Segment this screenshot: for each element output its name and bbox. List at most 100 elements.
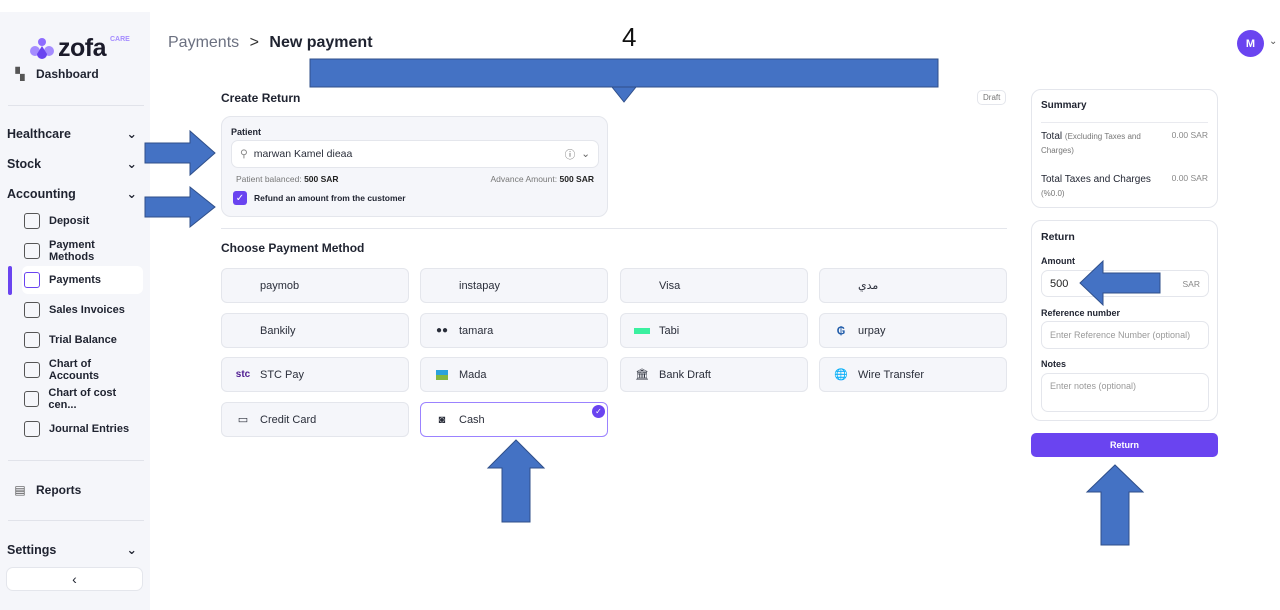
brand-logo: zofa CARE	[30, 34, 130, 63]
divider	[8, 105, 144, 106]
notes-input[interactable]: Enter notes (optional)	[1041, 373, 1209, 412]
sidebar-item-reports[interactable]: ▤ Reports	[12, 482, 162, 498]
reference-input[interactable]: Enter Reference Number (optional)	[1041, 321, 1209, 349]
breadcrumb-separator: >	[249, 34, 259, 51]
sidebar-item-trial-balance[interactable]: Trial Balance	[22, 326, 143, 354]
section-title: Create Return	[221, 91, 301, 105]
annotation-arrow-down	[610, 86, 638, 103]
sidebar-item-deposit[interactable]: Deposit	[22, 207, 143, 235]
sidebar-item-label: Deposit	[49, 215, 90, 227]
payment-method-label: Credit Card	[260, 413, 317, 426]
sidebar-item-label: Reports	[36, 483, 82, 497]
amount-label: Amount	[1041, 256, 1075, 266]
payment-method-label: Bank Draft	[659, 368, 711, 381]
summary-tax-label: Total Taxes and Charges(%0.0)	[1041, 174, 1151, 198]
divider	[1041, 122, 1208, 123]
urpay-logo: ₲	[836, 324, 846, 337]
stc-logo: stc	[235, 369, 251, 380]
page-title: New payment	[269, 34, 373, 51]
payment-method-tabi[interactable]: Tabi	[620, 313, 808, 348]
section-title: Choose Payment Method	[221, 241, 365, 255]
payment-method-urpay[interactable]: ₲urpay	[819, 313, 1007, 348]
divider	[221, 228, 1007, 229]
summary-card: Summary Total (Excluding Taxes and Charg…	[1031, 89, 1218, 208]
sidebar-item-label: Payment Methods	[48, 238, 95, 263]
annotation-box	[309, 58, 939, 88]
refund-checkbox[interactable]: ✓	[233, 191, 247, 205]
sidebar-item-journal-entries[interactable]: Journal Entries	[22, 415, 143, 443]
payment-method-bank-draft[interactable]: 🏛Bank Draft	[620, 357, 808, 392]
credit-card-icon: ▭	[237, 414, 249, 426]
return-button[interactable]: Return	[1031, 433, 1218, 457]
user-icon: ⚲	[240, 148, 248, 160]
notes-label: Notes	[1041, 359, 1067, 369]
sidebar-item-payment-methods[interactable]: Payment Methods	[22, 237, 143, 265]
sidebar-item-label: Dashboard	[36, 67, 99, 81]
sidebar-item-payments[interactable]: Payments	[22, 266, 143, 295]
grid-icon: ▚	[15, 67, 25, 81]
currency-label: SAR	[1182, 278, 1200, 289]
mada-logo	[433, 369, 451, 380]
sidebar-group-accounting[interactable]: Accounting⌄	[7, 186, 137, 202]
sidebar-group-healthcare[interactable]: Healthcare ⌄	[7, 126, 137, 142]
sidebar-group-stock[interactable]: Stock⌄	[7, 156, 137, 172]
payment-method-option[interactable]: paymob	[221, 268, 409, 303]
sidebar-group-settings[interactable]: Settings⌄	[7, 542, 137, 558]
breadcrumb-payments[interactable]: Payments	[168, 34, 240, 51]
chevron-down-icon: ⌄	[126, 127, 137, 141]
active-indicator	[8, 266, 12, 295]
payment-method-cash[interactable]: ◙Cash✓	[420, 402, 608, 437]
payment-method-tamara[interactable]: ●●tamara	[420, 313, 608, 348]
refund-label: Refund an amount from the customer	[254, 193, 406, 203]
payment-method-stc-pay[interactable]: stc STC Pay	[221, 357, 409, 392]
payment-method-option[interactable]: Bankily	[221, 313, 409, 348]
sidebar-item-sales-invoices[interactable]: Sales Invoices	[22, 296, 143, 324]
sidebar-item-chart-of-accounts[interactable]: Chart of Accounts	[22, 356, 143, 384]
payment-method-option[interactable]: Visa	[620, 268, 808, 303]
chevron-down-icon[interactable]: ⌄	[581, 148, 590, 160]
annotation-arrow-right	[144, 185, 216, 229]
payment-method-label: STC Pay	[260, 368, 305, 381]
sidebar-item-label: Payments	[49, 274, 101, 287]
patient-select[interactable]: ⚲ marwan Kamel dieaa ⓘ ⌄	[231, 140, 599, 168]
collapse-sidebar-button[interactable]: ‹	[6, 567, 143, 591]
payments-icon	[24, 272, 40, 289]
summary-tax-value: 0.00 SAR	[1171, 173, 1208, 183]
payment-method-credit-card[interactable]: ▭ Credit Card	[221, 402, 409, 437]
pie-chart-icon	[24, 361, 40, 378]
group-label: Stock	[7, 156, 42, 171]
cash-icon: ◙	[438, 413, 446, 426]
clipboard-icon	[24, 420, 40, 437]
summary-title: Summary	[1041, 100, 1087, 111]
payment-method-label: Cash	[459, 413, 485, 426]
divider	[8, 520, 144, 521]
payment-method-label: مدي	[858, 280, 879, 292]
payment-method-label: paymob	[260, 279, 300, 292]
chevron-left-icon: ‹	[72, 571, 77, 587]
sidebar-item-chart-of-cost-cen-[interactable]: Chart of cost cen...	[22, 385, 143, 413]
patient-label: Patient	[231, 127, 262, 137]
payment-method-label: tamara	[459, 324, 494, 337]
chevron-down-icon[interactable]: ⌄	[1269, 36, 1278, 47]
deposit-icon	[24, 213, 40, 229]
payment-method-option[interactable]: مدي	[819, 268, 1007, 303]
payment-method-wire-transfer[interactable]: 🌐Wire Transfer	[819, 357, 1007, 392]
globe-dollar-icon: 🌐	[834, 369, 848, 381]
logo-mark-icon	[30, 37, 54, 59]
info-icon[interactable]: ⓘ	[564, 148, 576, 161]
group-label: Healthcare	[7, 126, 71, 141]
sidebar: zofa CARE ▚ Dashboard Healthcare ⌄ Stock⌄…	[0, 12, 150, 610]
invoice-icon	[24, 302, 40, 319]
avatar[interactable]: M	[1237, 30, 1264, 57]
annotation-step-number: 4	[622, 22, 637, 52]
sidebar-item-label: Sales Invoices	[49, 304, 125, 317]
payment-method-label: Visa	[659, 279, 681, 292]
breadcrumb: Payments > New payment	[168, 34, 373, 52]
payment-method-option[interactable]: instapay	[420, 268, 608, 303]
sidebar-item-dashboard[interactable]: ▚ Dashboard	[12, 66, 162, 82]
payment-method-mada[interactable]: Mada	[420, 357, 608, 392]
advance-amount: Advance Amount: 500 SAR	[490, 174, 594, 184]
annotation-arrow-up	[486, 439, 546, 523]
patient-card: Patient ⚲ marwan Kamel dieaa ⓘ ⌄ Patient…	[221, 116, 608, 217]
